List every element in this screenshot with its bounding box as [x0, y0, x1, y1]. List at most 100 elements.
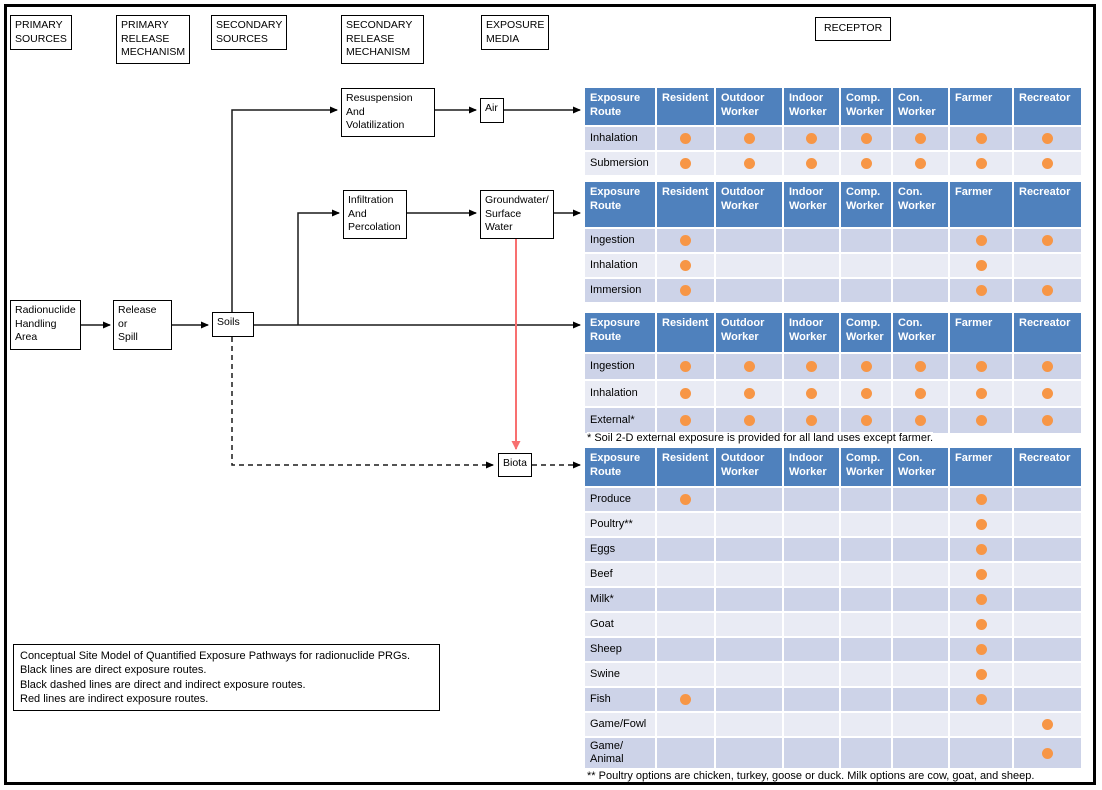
receptor-cell [784, 688, 839, 711]
table-row: Fish [585, 688, 1081, 711]
receptor-cell [1014, 381, 1081, 406]
receptor-cell [893, 152, 948, 175]
receptor-cell [716, 738, 782, 769]
receptor-cell [1014, 738, 1081, 769]
receptor-cell [841, 638, 891, 661]
receptor-cell [716, 127, 782, 150]
receptor-cell [657, 563, 714, 586]
flow-box-air: Air [480, 98, 504, 123]
exposure-route-cell: Game/ Animal [585, 738, 655, 769]
receptor-cell [1014, 588, 1081, 611]
exposure-dot-icon [975, 669, 987, 680]
receptor-cell [657, 381, 714, 406]
receptor-cell [841, 688, 891, 711]
exposure-dot-icon [975, 544, 987, 555]
receptor-cell [784, 408, 839, 433]
receptor-cell [1014, 688, 1081, 711]
stage-label-exposure-media: EXPOSURE MEDIA [481, 15, 550, 51]
receptor-header-cell: Comp. Worker [841, 448, 891, 486]
exposure-dot-icon [975, 569, 987, 580]
stage-label-primary-release-mechanism: PRIMARY RELEASE MECHANISM [116, 15, 191, 64]
exposure-route-cell: Poultry** [585, 513, 655, 536]
receptor-cell [784, 488, 839, 511]
receptor-cell [1014, 229, 1081, 252]
receptor-cell [784, 738, 839, 769]
exposure-route-cell: Fish [585, 688, 655, 711]
exposure-dot-icon [680, 285, 691, 296]
receptor-cell [893, 381, 948, 406]
exposure-dot-icon [680, 361, 691, 372]
exposure-route-cell: Beef [585, 563, 655, 586]
exposure-route-header-cell: Exposure Route [585, 448, 655, 486]
receptor-cell [950, 152, 1012, 175]
exposure-route-cell: Game/Fowl [585, 713, 655, 736]
exposure-dot-icon [1042, 133, 1053, 144]
exposure-dot-icon [975, 361, 987, 372]
flow-box-infiltration-and-percolation: Infiltration And Percolation [343, 190, 407, 239]
receptor-cell [893, 488, 948, 511]
receptor-cell [893, 408, 948, 433]
receptor-cell [841, 408, 891, 433]
exposure-dot-icon [975, 519, 987, 530]
exposure-dot-icon [975, 415, 987, 426]
receptor-cell [950, 254, 1012, 277]
exposure-dot-icon [680, 158, 691, 169]
table-row: Game/ Animal [585, 738, 1081, 769]
legend-black-lines: Black lines are direct exposure routes. [20, 664, 207, 677]
exposure-route-cell: Produce [585, 488, 655, 511]
connector-soils-to-resuspension [231, 106, 338, 313]
exposure-dot-icon [860, 415, 872, 426]
exposure-route-cell: Sheep [585, 638, 655, 661]
receptor-header-cell: Outdoor Worker [716, 313, 782, 352]
receptor-cell [841, 663, 891, 686]
receptor-cell [893, 513, 948, 536]
exposure-dot-icon [743, 415, 755, 426]
receptor-cell [784, 663, 839, 686]
exposure-route-cell: Inhalation [585, 381, 655, 406]
exposure-dot-icon [1042, 719, 1053, 730]
receptor-header-cell: Con. Worker [893, 448, 948, 486]
receptor-header-cell: Recreator [1014, 88, 1081, 125]
receptor-cell [657, 713, 714, 736]
receptor-header-cell: Indoor Worker [784, 313, 839, 352]
exposure-dot-icon [806, 158, 817, 169]
receptor-cell [716, 538, 782, 561]
receptor-cell [893, 229, 948, 252]
receptor-header-cell: Comp. Worker [841, 88, 891, 125]
receptor-header-cell: Farmer [950, 448, 1012, 486]
exposure-route-cell: External* [585, 408, 655, 433]
table-row: Inhalation [585, 381, 1081, 406]
receptor-cell [893, 563, 948, 586]
receptor-header-cell: Farmer [950, 182, 1012, 227]
receptor-cell [893, 688, 948, 711]
stage-label-secondary-sources: SECONDARY SOURCES [211, 15, 288, 51]
receptor-cell [716, 588, 782, 611]
exposure-dot-icon [975, 644, 987, 655]
table-row: Swine [585, 663, 1081, 686]
exposure-dot-icon [1042, 388, 1053, 399]
receptor-cell [1014, 127, 1081, 150]
receptor-cell [657, 229, 714, 252]
receptor-cell [784, 613, 839, 636]
receptor-cell [893, 279, 948, 302]
exposure-route-cell: Inhalation [585, 254, 655, 277]
receptor-cell [950, 663, 1012, 686]
receptor-header-cell: Con. Worker [893, 313, 948, 352]
receptor-cell [1014, 563, 1081, 586]
receptor-header-cell: Indoor Worker [784, 448, 839, 486]
exposure-dot-icon [915, 158, 926, 169]
receptor-cell [950, 588, 1012, 611]
exposure-route-cell: Ingestion [585, 229, 655, 252]
exposure-dot-icon [680, 133, 691, 144]
table-row: Produce [585, 488, 1081, 511]
flow-box-biota: Biota [498, 453, 532, 477]
exposure-route-cell: Goat [585, 613, 655, 636]
receptor-cell [950, 229, 1012, 252]
receptor-cell [784, 538, 839, 561]
table-row: Inhalation [585, 127, 1081, 150]
receptor-header-cell: Recreator [1014, 448, 1081, 486]
receptor-header-cell: Con. Worker [893, 182, 948, 227]
receptor-cell [1014, 279, 1081, 302]
